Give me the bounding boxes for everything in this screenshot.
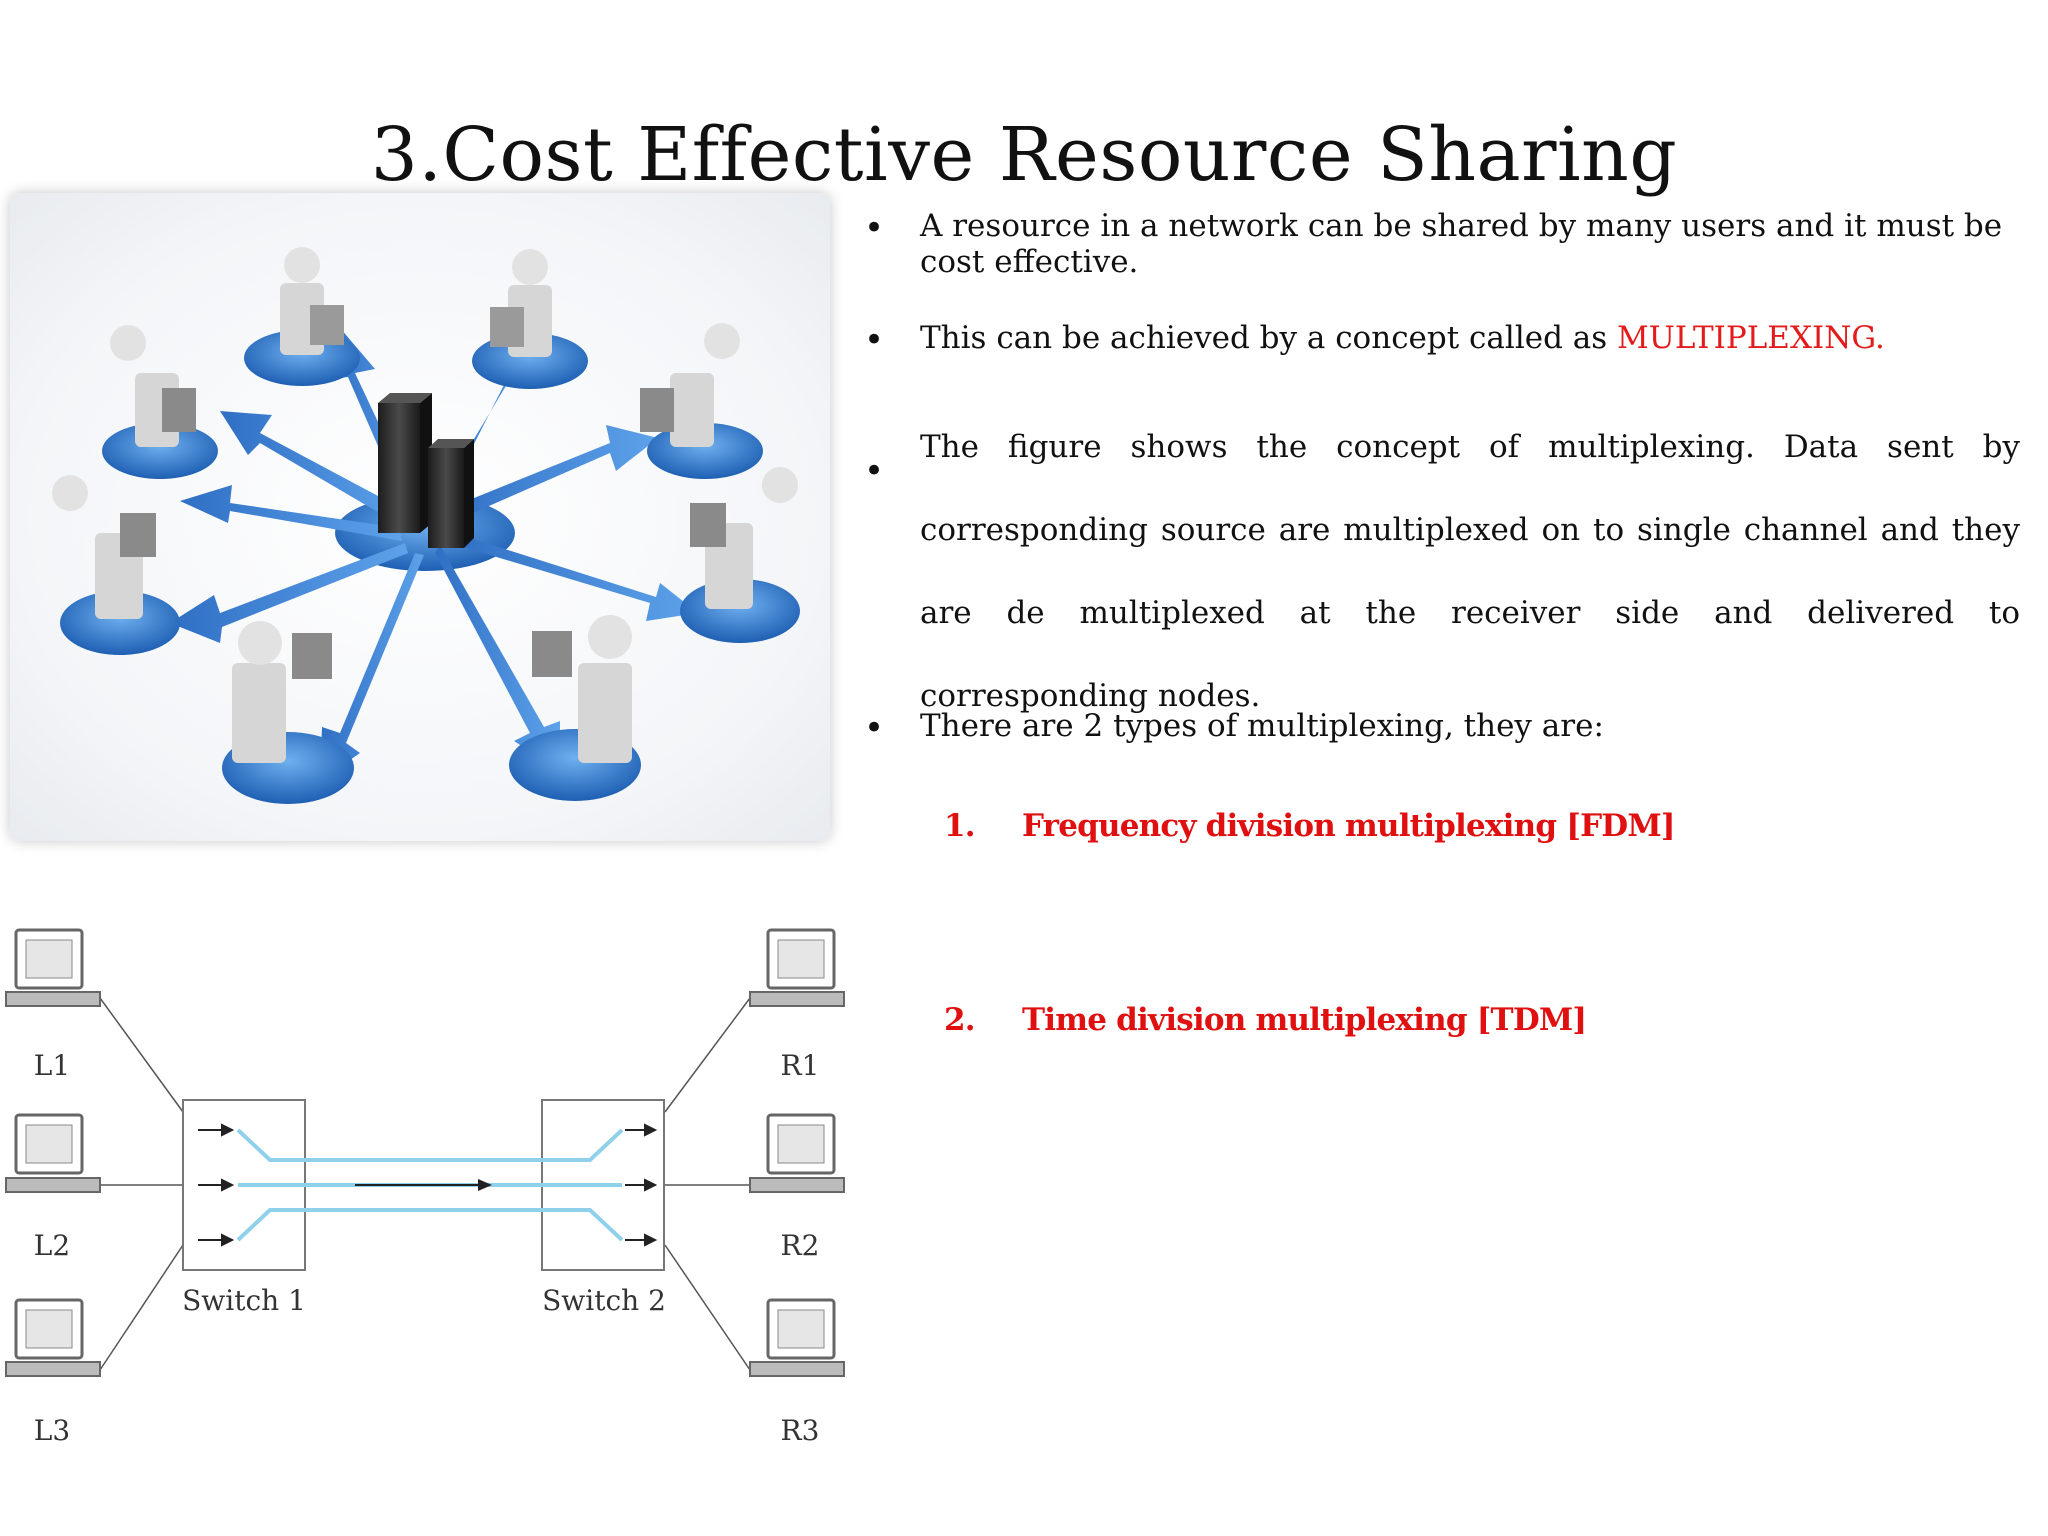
bullet-text: There are 2 types of multiplexing, they … <box>920 708 1604 744</box>
multiplexing-graphic: L1 L2 L3 R1 R2 R3 Switch 1 Switch 2 <box>5 928 845 1447</box>
node-label-r3: R3 <box>781 1414 820 1447</box>
switch-arrows <box>198 1123 658 1247</box>
node-label-r2: R2 <box>781 1229 820 1262</box>
bullet-item: • There are 2 types of multiplexing, the… <box>860 708 1604 748</box>
bullet-item: • A resource in a network can be shared … <box>860 208 2020 280</box>
list-number: 1. <box>944 808 976 844</box>
bullet-icon: • <box>864 451 885 491</box>
computer-icon-l2 <box>5 1113 101 1193</box>
user-icon <box>222 621 354 804</box>
user-icon <box>472 249 588 389</box>
user-icon <box>244 247 360 386</box>
bullet-icon: • <box>864 320 885 360</box>
computer-icon-r1 <box>749 928 845 1007</box>
computer-icon-l1 <box>5 928 101 1007</box>
switch-1-label: Switch 1 <box>182 1284 306 1317</box>
bullet-text: A resource in a network can be shared by… <box>920 208 2003 280</box>
multiplexing-diagram: L1 L2 L3 R1 R2 R3 Switch 1 Switch 2 <box>0 900 850 1450</box>
bullet-icon: • <box>864 708 885 748</box>
user-icon <box>680 467 800 643</box>
user-icon <box>640 323 763 479</box>
switch-2-label: Switch 2 <box>542 1284 666 1317</box>
server-icon <box>378 393 474 548</box>
user-icon <box>52 475 180 655</box>
link-lines <box>99 997 751 1371</box>
node-label-l2: L2 <box>34 1229 70 1262</box>
user-icon <box>509 615 641 801</box>
node-label-l1: L1 <box>34 1049 70 1082</box>
list-label: Frequency division multiplexing [FDM] <box>1022 808 1676 844</box>
bullet-item: • This can be achieved by a concept call… <box>860 320 1885 360</box>
arrows <box>170 328 698 781</box>
computer-icon-r3 <box>749 1298 845 1377</box>
bullet-text: The figure shows the concept of multiple… <box>920 429 2020 714</box>
list-label: Time division multiplexing [TDM] <box>1022 1002 1587 1038</box>
list-number: 2. <box>944 1002 976 1038</box>
network-sharing-illustration <box>10 193 830 841</box>
user-icon <box>102 325 218 479</box>
shared-channel <box>236 1128 624 1242</box>
bullet-item: • The figure shows the concept of multip… <box>860 406 2020 738</box>
node-label-l3: L3 <box>34 1414 70 1447</box>
node-label-r1: R1 <box>781 1049 820 1082</box>
bullet-icon: • <box>864 208 885 248</box>
workstation-users <box>52 247 800 804</box>
computer-icons <box>5 928 845 1377</box>
computer-icon-l3 <box>5 1298 101 1377</box>
multiplexing-highlight: MULTIPLEXING. <box>1617 320 1885 356</box>
bullet-text: This can be achieved by a concept called… <box>920 320 1618 356</box>
slide-title: 3.Cost Effective Resource Sharing <box>370 111 1678 198</box>
computer-icon-r2 <box>749 1113 845 1193</box>
network-sharing-graphic <box>52 247 800 804</box>
